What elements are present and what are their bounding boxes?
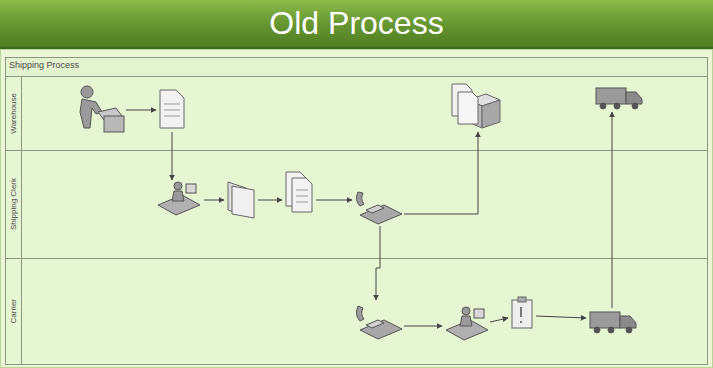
folder-icon bbox=[228, 182, 254, 218]
flow-arrows bbox=[126, 110, 612, 326]
swimlane-pool: Shipping ProcessWarehouseShipping ClerkC… bbox=[5, 57, 708, 365]
swimlane-lane: Warehouse bbox=[6, 76, 707, 150]
phone-icon bbox=[356, 306, 402, 339]
slide-title: Old Process bbox=[0, 0, 713, 47]
lane-header: Carrier bbox=[6, 259, 22, 364]
lane-header: Warehouse bbox=[6, 77, 22, 150]
pool-title: Shipping Process bbox=[9, 60, 79, 70]
lane-label: Shipping Clerk bbox=[9, 178, 18, 230]
shipment-docs-icon bbox=[452, 84, 500, 128]
lane-label: Carrier bbox=[9, 299, 18, 323]
lane-header: Shipping Clerk bbox=[6, 151, 22, 258]
lane-label: Warehouse bbox=[9, 93, 18, 134]
swimlane-lane: Shipping Clerk bbox=[6, 150, 707, 258]
phone-icon bbox=[356, 192, 402, 224]
document-icon bbox=[160, 90, 184, 128]
computer-worker-icon bbox=[446, 307, 488, 340]
documents-icon bbox=[286, 172, 312, 212]
title-band: Old Process bbox=[0, 0, 713, 49]
computer-worker-icon bbox=[158, 182, 200, 215]
clipboard-icon bbox=[512, 297, 532, 328]
truck-icon bbox=[590, 312, 636, 333]
swimlane-lane: Carrier bbox=[6, 258, 707, 364]
truck-icon bbox=[596, 88, 642, 109]
packer-icon bbox=[80, 86, 124, 132]
